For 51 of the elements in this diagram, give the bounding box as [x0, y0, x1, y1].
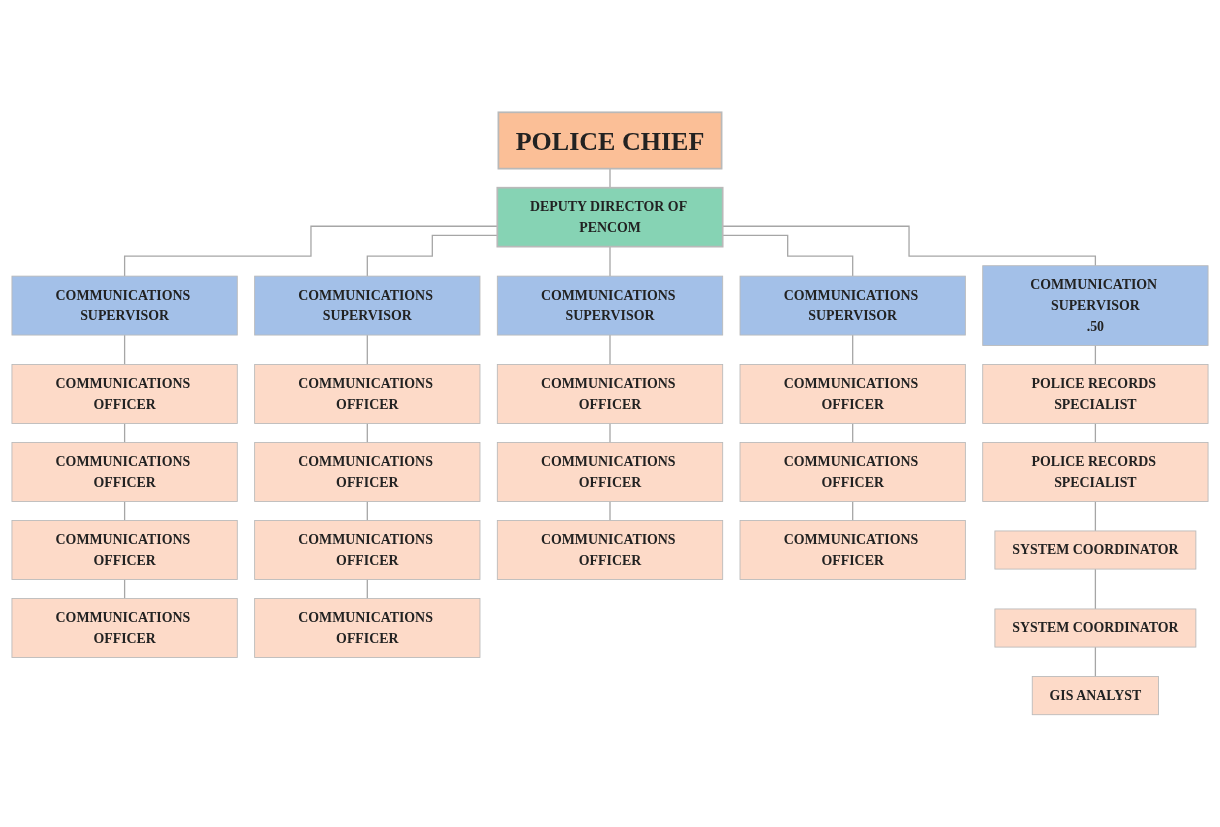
node-box: COMMUNICATIONS SUPERVISOR [739, 275, 966, 336]
connector [852, 334, 854, 366]
node-box: COMMUNICATIONS OFFICER [254, 598, 481, 658]
connector [366, 234, 498, 277]
connector [609, 168, 611, 189]
node-box: POLICE RECORDS SPECIALIST [982, 442, 1209, 502]
connector [366, 422, 368, 444]
node-box: COMMUNICATION SUPERVISOR .50 [982, 265, 1209, 346]
node-box: COMMUNICATIONS OFFICER [11, 520, 238, 580]
connector [1094, 500, 1097, 532]
connector [123, 334, 126, 366]
connector [609, 246, 611, 277]
node-box: COMMUNICATIONS OFFICER [739, 442, 966, 502]
node-box: COMMUNICATIONS OFFICER [254, 364, 481, 424]
node-box: POLICE CHIEF [497, 111, 723, 170]
connector [1094, 568, 1097, 610]
node-box: COMMUNICATIONS OFFICER [254, 520, 481, 580]
node-box: COMMUNICATIONS SUPERVISOR [496, 275, 724, 336]
connector [722, 225, 1097, 267]
connector [852, 422, 854, 444]
node-box: COMMUNICATIONS SUPERVISOR [254, 275, 481, 336]
connector [1094, 344, 1097, 366]
connector [123, 225, 498, 277]
connector [1094, 422, 1097, 444]
node-box: COMMUNICATIONS OFFICER [739, 364, 966, 424]
node-box: COMMUNICATIONS OFFICER [739, 520, 966, 580]
connector [366, 578, 368, 600]
node-box: COMMUNICATIONS OFFICER [11, 598, 238, 658]
node-box: DEPUTY DIRECTOR OF PENCOM [496, 186, 724, 248]
connector [366, 334, 368, 366]
node-box: COMMUNICATIONS OFFICER [496, 442, 724, 502]
connector [366, 500, 368, 522]
connector [123, 500, 126, 522]
node-box: POLICE RECORDS SPECIALIST [982, 364, 1209, 424]
connector [609, 422, 611, 444]
node-box: SYSTEM COORDINATOR [994, 608, 1197, 648]
node-box: SYSTEM COORDINATOR [994, 530, 1197, 570]
connector [852, 500, 854, 522]
node-box: COMMUNICATIONS OFFICER [11, 364, 238, 424]
node-box: COMMUNICATIONS OFFICER [254, 442, 481, 502]
connector [609, 500, 611, 522]
node-box: GIS ANALYST [1031, 676, 1159, 716]
connector [123, 422, 126, 444]
connector [722, 234, 854, 277]
node-box: COMMUNICATIONS SUPERVISOR [11, 275, 238, 336]
connector [1094, 646, 1097, 678]
node-box: COMMUNICATIONS OFFICER [496, 364, 724, 424]
node-box: COMMUNICATIONS OFFICER [11, 442, 238, 502]
node-box: COMMUNICATIONS OFFICER [496, 520, 724, 580]
connector [609, 334, 611, 366]
connector [123, 578, 126, 600]
